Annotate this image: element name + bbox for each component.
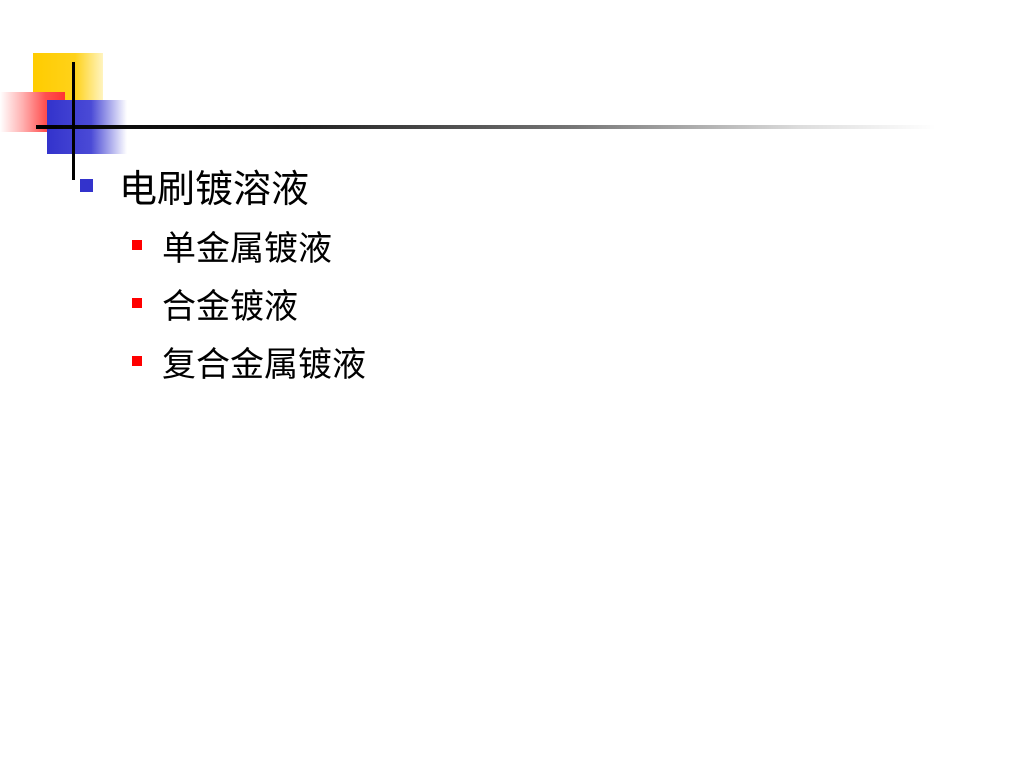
bullet-text: 单金属镀液 — [162, 228, 332, 269]
bullet-text: 合金镀液 — [162, 286, 298, 327]
bullet-text: 电刷镀溶液 — [119, 166, 310, 211]
bullet-item-level1: 电刷镀溶液 — [80, 158, 366, 212]
square-bullet-icon — [80, 178, 93, 192]
decor-horizontal-line — [36, 125, 936, 129]
slide-content: 电刷镀溶液 单金属镀液 合金镀液 复合金属镀液 — [80, 158, 366, 390]
square-bullet-icon — [132, 240, 142, 250]
bullet-item-level2: 复合金属镀液 — [132, 332, 366, 390]
decor-vertical-line — [72, 62, 75, 180]
bullet-item-level2: 单金属镀液 — [132, 216, 366, 274]
bullet-item-level2: 合金镀液 — [132, 274, 366, 332]
bullet-text: 复合金属镀液 — [162, 344, 366, 385]
square-bullet-icon — [132, 298, 142, 308]
square-bullet-icon — [132, 356, 142, 366]
